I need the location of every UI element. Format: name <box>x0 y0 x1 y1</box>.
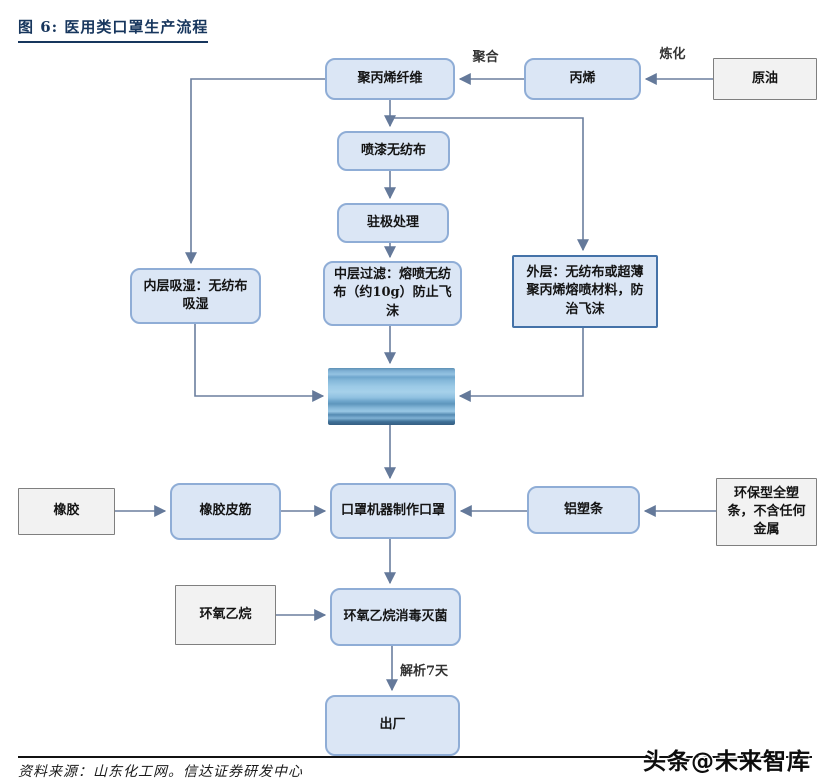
node-polypropylene-fiber: 聚丙烯纤维 <box>325 58 455 100</box>
node-mask-machine: 口罩机器制作口罩 <box>330 483 456 539</box>
watermark-toutiao: 头条@未来智库 <box>643 749 811 775</box>
edge-label-polymerization: 聚合 <box>472 50 499 65</box>
node-crude-oil: 原油 <box>713 58 817 100</box>
node-sterilization: 环氧乙烷消毒灭菌 <box>330 588 461 646</box>
node-outer-layer: 外层：无纺布或超薄聚丙烯熔喷材料，防治飞沫 <box>512 255 658 328</box>
node-inner-layer: 内层吸湿：无纺布吸湿 <box>130 268 261 324</box>
node-aluminum-plastic-strip: 铝塑条 <box>527 486 640 534</box>
node-spray-nonwoven: 喷漆无纺布 <box>337 131 450 171</box>
node-factory-release: 出厂 <box>325 695 460 756</box>
node-rubber-band: 橡胶皮筋 <box>170 483 281 540</box>
node-middle-layer: 中层过滤：熔喷无纺布（约10g）防止飞沫 <box>323 261 462 326</box>
source-note: 资料来源：山东化工网。信达证券研发中心 <box>18 764 303 780</box>
edge-outer-layer-to-mask <box>458 328 584 402</box>
edge-inner-layer-to-mask <box>194 324 325 402</box>
node-propylene: 丙烯 <box>524 58 641 100</box>
mask-photo <box>328 368 455 425</box>
node-eco-plastic-strip: 环保型全塑条，不含任何金属 <box>716 478 817 546</box>
node-ethylene-oxide: 环氧乙烷 <box>175 585 276 645</box>
node-electret-treatment: 驻极处理 <box>337 203 449 243</box>
figure-title: 图 6: 医用类口罩生产流程 <box>18 16 209 43</box>
edge-label-refining: 炼化 <box>659 47 686 62</box>
bottom-separator-line <box>18 756 812 758</box>
edge-fiber-branch-to-outer-layer <box>390 117 589 252</box>
edge-label-analysis-7-days: 解析7天 <box>400 664 449 679</box>
edge-fiber-branch-to-inner-layer <box>185 78 325 265</box>
node-rubber: 橡胶 <box>18 488 115 535</box>
